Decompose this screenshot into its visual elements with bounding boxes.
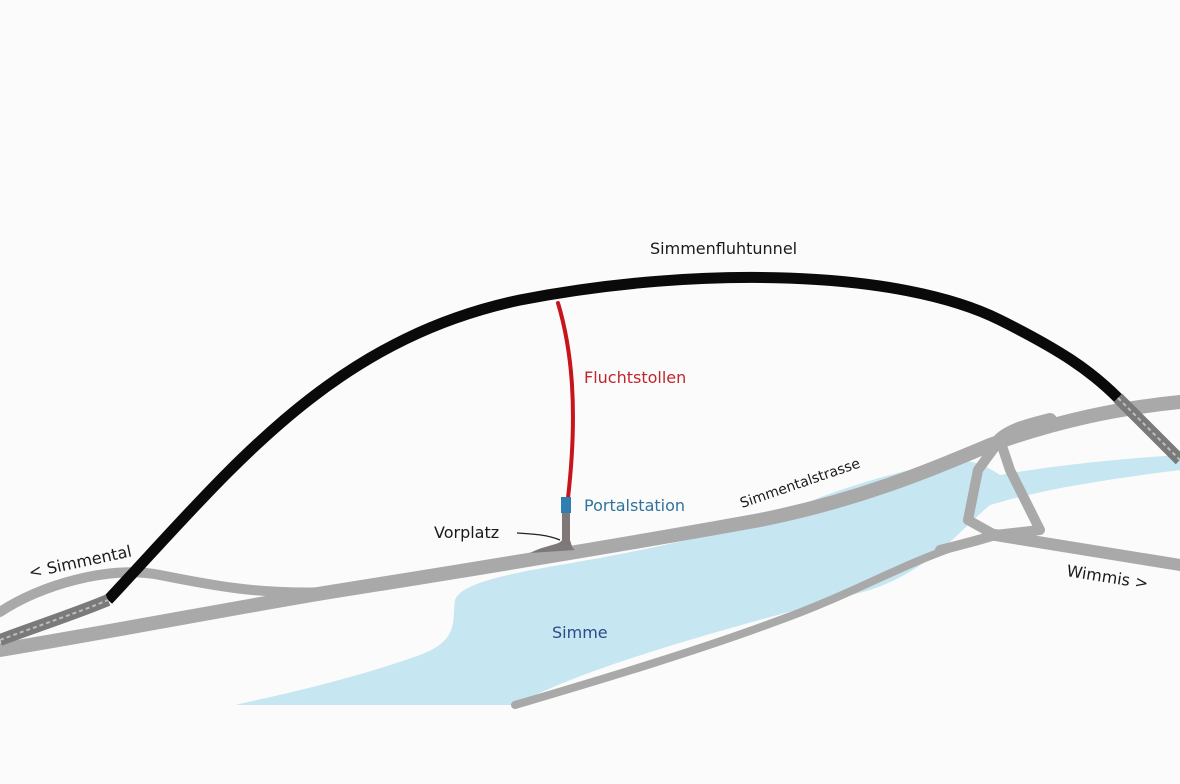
label-east-direction: Wimmis > — [1065, 561, 1149, 593]
lower-road — [511, 541, 964, 709]
escape-gallery-fluchtstollen — [556, 301, 575, 500]
label-forecourt: Vorplatz — [434, 523, 499, 542]
junction-wimmis — [935, 413, 1180, 571]
label-tunnel: Simmenfluhtunnel — [650, 239, 797, 258]
label-river: Simme — [552, 623, 608, 642]
portal-station — [561, 497, 571, 513]
forecourt-vorplatz — [530, 540, 575, 553]
forecourt-shaft — [562, 513, 570, 545]
tunnel-portal-west — [0, 594, 111, 646]
vorplatz-leader-line — [516, 532, 561, 541]
tunnel-portal-east — [1113, 393, 1180, 465]
river-simme — [235, 455, 1180, 705]
label-escape-gallery: Fluchtstollen — [584, 368, 686, 387]
tunnel-simmenfluhtunnel — [103, 271, 1122, 604]
road-loop-west — [0, 567, 335, 617]
label-portal-station: Portalstation — [584, 496, 685, 515]
